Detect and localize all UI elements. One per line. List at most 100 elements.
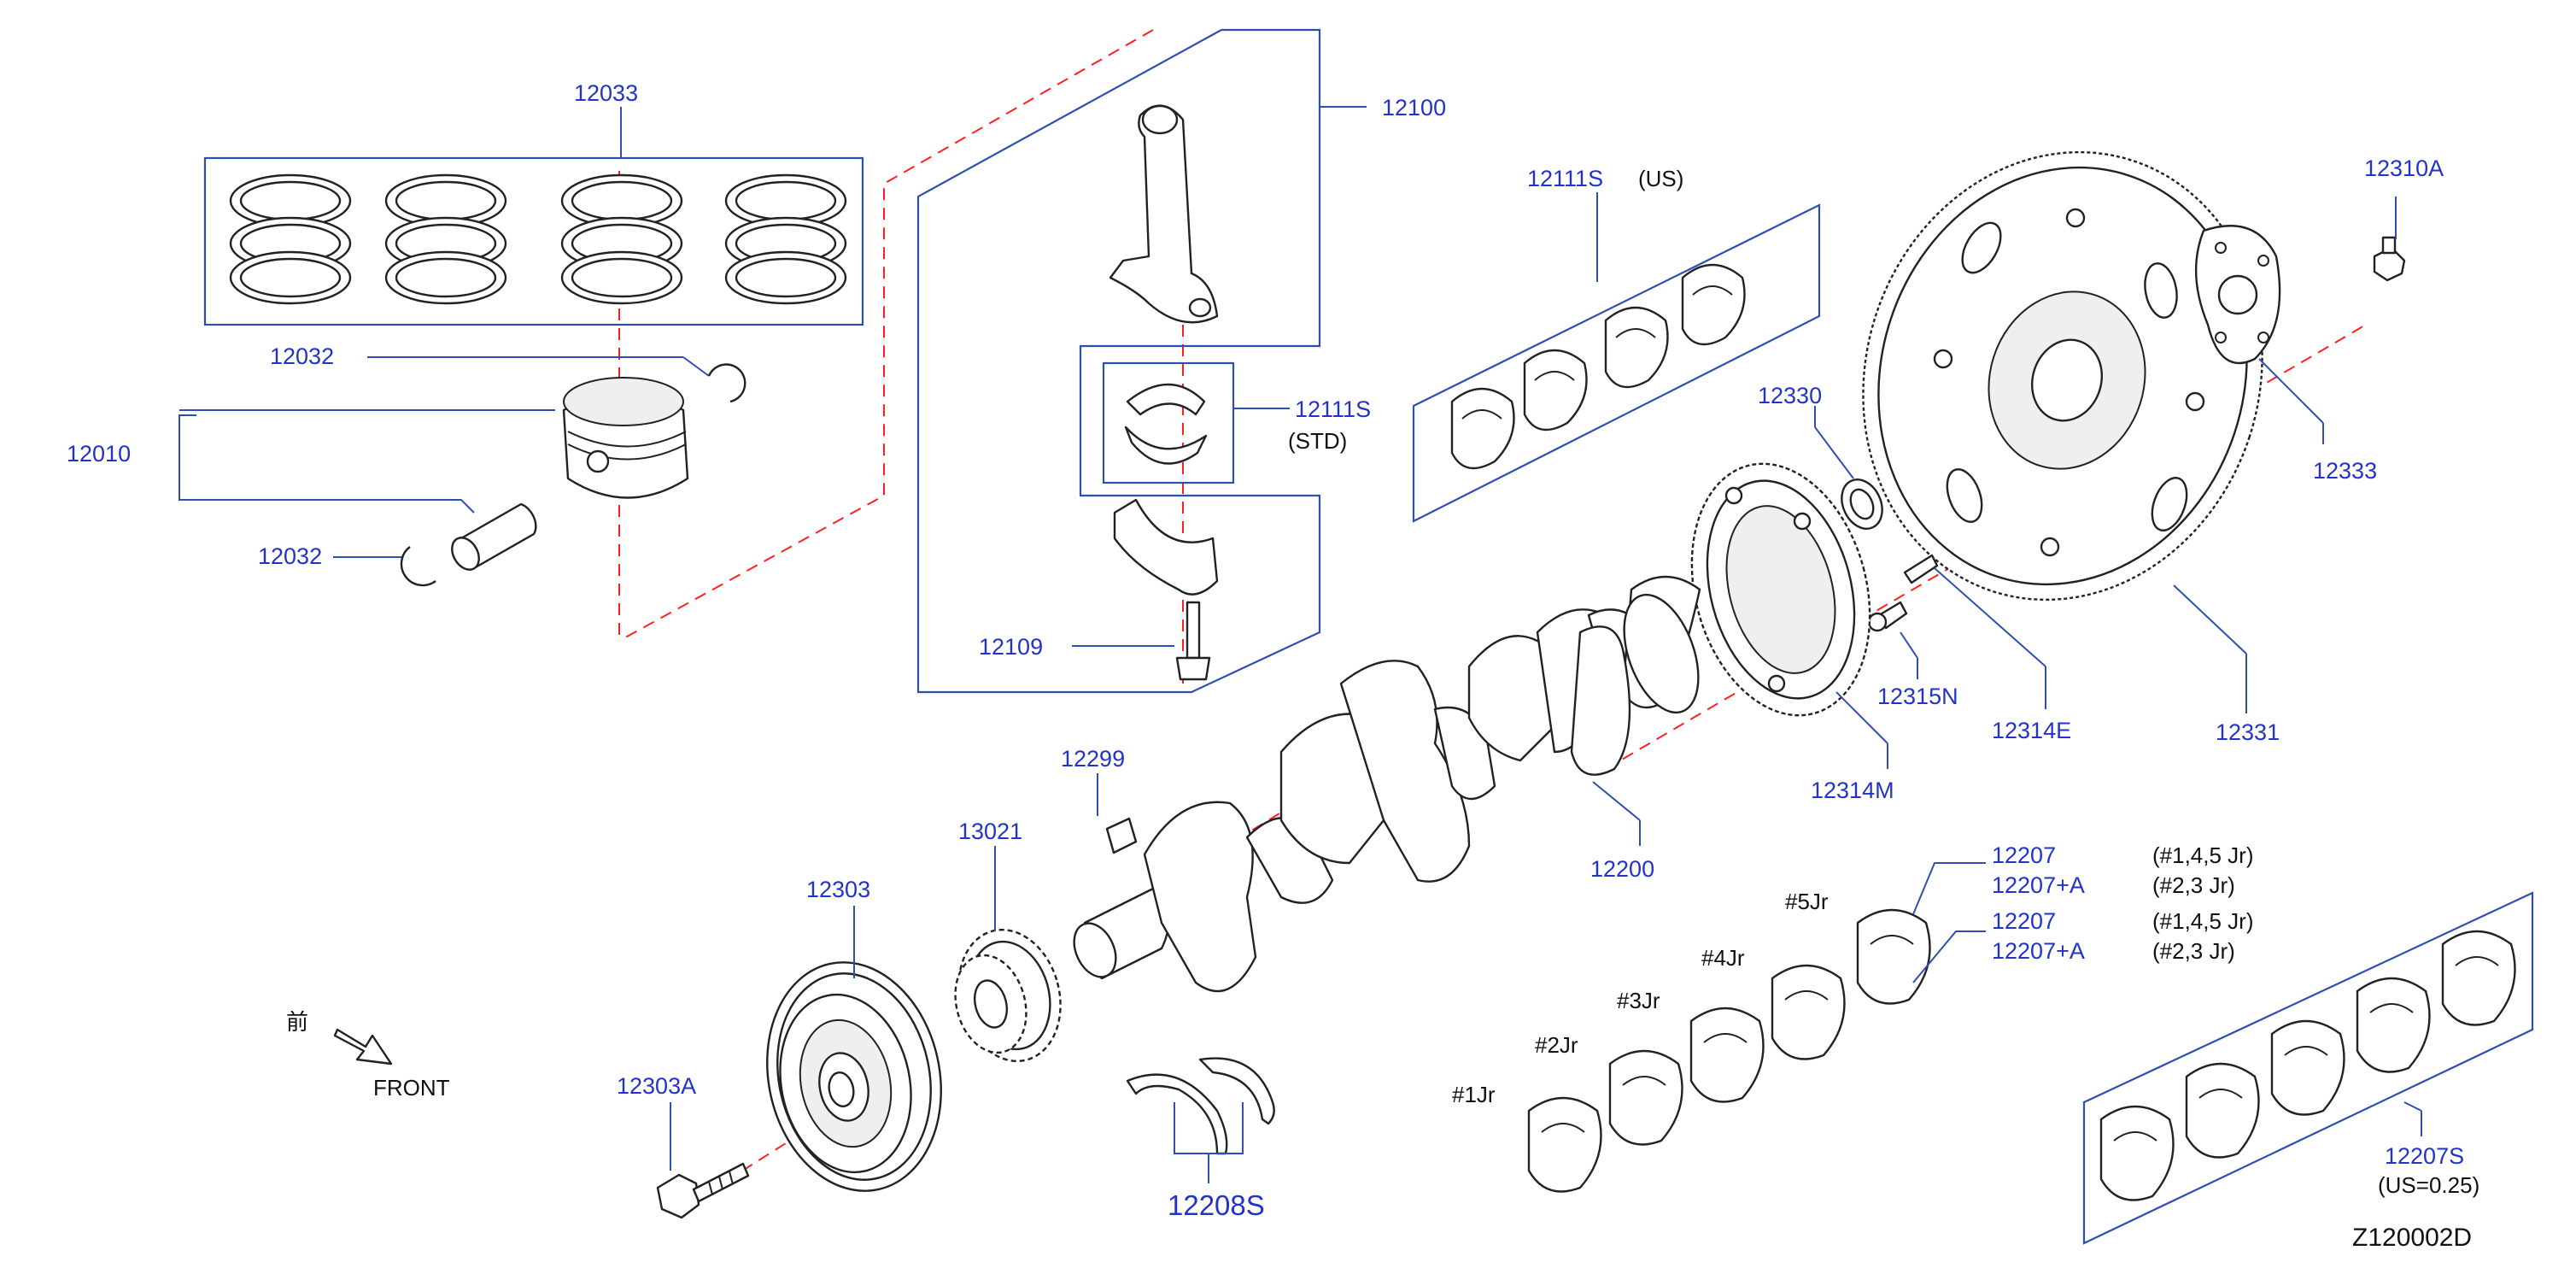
sprocket-group: 13021 xyxy=(945,819,1074,1073)
main-bearing-jr2[interactable] xyxy=(1608,1049,1683,1146)
label-12330[interactable]: 12330 xyxy=(1758,383,1822,408)
connecting-rod[interactable] xyxy=(1109,104,1219,324)
label-12033[interactable]: 12033 xyxy=(574,80,638,106)
bearing-us-box xyxy=(1412,203,1821,523)
us-bearing-4[interactable] xyxy=(2356,977,2431,1073)
us-bearing-3[interactable] xyxy=(2270,1019,2345,1116)
bearing-std-box xyxy=(1102,361,1235,484)
main-bearings-us-group: 12207S (US=0.25) xyxy=(2082,891,2534,1245)
connecting-rod-box xyxy=(916,28,1321,694)
note-jr4: #4Jr xyxy=(1701,945,1745,971)
bearing-us-1[interactable] xyxy=(1450,387,1515,470)
label-12207a-b[interactable]: 12207+A xyxy=(1992,938,2085,964)
woodruff-key[interactable] xyxy=(1105,817,1138,854)
crank-pin-bolt[interactable] xyxy=(1867,601,1908,632)
label-12032-bottom[interactable]: 12032 xyxy=(258,543,322,569)
main-bearing-jr5[interactable] xyxy=(1856,908,1931,1005)
note-us: (US) xyxy=(1638,166,1683,191)
conrod-cap[interactable] xyxy=(1113,498,1219,596)
label-13021[interactable]: 13021 xyxy=(958,819,1022,844)
us-bearing-5[interactable] xyxy=(2441,930,2516,1026)
note-jr23-a: (#2,3 Jr) xyxy=(2152,872,2235,898)
dowel-group: 12314E 12315N xyxy=(1867,554,2071,743)
ring-set-1[interactable] xyxy=(229,173,352,305)
crank-pulley[interactable] xyxy=(746,946,962,1207)
flywheel-bolt[interactable] xyxy=(2373,236,2406,282)
label-12207s[interactable]: 12207S xyxy=(2385,1143,2464,1169)
ring-set-4[interactable] xyxy=(724,173,847,305)
label-12032-top[interactable]: 12032 xyxy=(270,343,334,369)
snap-ring-top[interactable] xyxy=(707,363,746,403)
piston[interactable] xyxy=(562,377,689,499)
piston-pin[interactable] xyxy=(447,502,537,574)
dowel-pin[interactable] xyxy=(1903,554,1939,584)
label-12010[interactable]: 12010 xyxy=(67,441,131,467)
main-bearing-jr4[interactable] xyxy=(1771,964,1846,1060)
label-12299[interactable]: 12299 xyxy=(1061,746,1125,772)
snap-ring-bottom[interactable] xyxy=(400,546,436,587)
us-bearing-1[interactable] xyxy=(2099,1105,2175,1201)
connecting-rod-group: 12100 12111S (STD) 12109 xyxy=(916,28,1446,694)
flywheel-group: 12331 xyxy=(1806,100,2319,745)
label-12100[interactable]: 12100 xyxy=(1382,95,1446,120)
pulley-bolt[interactable] xyxy=(656,1162,750,1219)
label-12331[interactable]: 12331 xyxy=(2216,719,2280,745)
crank-sprocket[interactable] xyxy=(945,919,1074,1073)
reinforcement-plate[interactable] xyxy=(2194,225,2281,365)
thrust-washer-left[interactable] xyxy=(1126,1073,1228,1155)
main-bearing-jr3[interactable] xyxy=(1689,1007,1765,1103)
label-12333[interactable]: 12333 xyxy=(2313,458,2377,484)
thrust-washer-right[interactable] xyxy=(1198,1057,1275,1125)
main-bearing-jr1[interactable] xyxy=(1527,1096,1602,1193)
conrod-bolt[interactable] xyxy=(1175,601,1211,681)
signal-plate[interactable] xyxy=(1666,443,1897,736)
bearing-us-group: 12111S (US) xyxy=(1412,166,1821,523)
note-jr5: #5Jr xyxy=(1785,889,1829,914)
note-jr1: #1Jr xyxy=(1452,1082,1496,1107)
plate-bolt-group: 12310A 12333 xyxy=(2194,156,2444,484)
pilot-bushing[interactable] xyxy=(1834,473,1889,536)
ring-set-3[interactable] xyxy=(560,173,683,305)
pilot-bushing-group: 12330 xyxy=(1758,383,1889,536)
label-12315n[interactable]: 12315N xyxy=(1877,684,1958,709)
label-12314m[interactable]: 12314M xyxy=(1811,778,1894,803)
note-jr145-b: (#1,4,5 Jr) xyxy=(2152,908,2254,934)
label-12303a[interactable]: 12303A xyxy=(617,1073,696,1099)
thrust-washer-group: 12208S xyxy=(1126,1057,1275,1221)
note-jr3: #3Jr xyxy=(1617,988,1660,1013)
ring-set-2[interactable] xyxy=(384,173,507,305)
label-12109[interactable]: 12109 xyxy=(979,634,1043,660)
label-12207a-a[interactable]: 12207+A xyxy=(1992,872,2085,898)
note-std: (STD) xyxy=(1288,428,1347,454)
label-12314e[interactable]: 12314E xyxy=(1992,718,2071,743)
label-12111s-std[interactable]: 12111S xyxy=(1295,396,1371,422)
front-label: FRONT xyxy=(373,1075,450,1101)
note-us-025: (US=0.25) xyxy=(2378,1172,2479,1198)
note-jr145-a: (#1,4,5 Jr) xyxy=(2152,842,2254,868)
front-indicator: 前 FRONT xyxy=(286,1009,450,1101)
label-12303[interactable]: 12303 xyxy=(806,877,870,902)
label-12200[interactable]: 12200 xyxy=(1590,856,1654,882)
bearing-us-2[interactable] xyxy=(1523,349,1588,431)
pulley-bolt-group: 12303A xyxy=(617,1073,750,1219)
pulley-group: 12303 xyxy=(746,877,962,1207)
label-12111s-us[interactable]: 12111S xyxy=(1527,166,1603,191)
bearing-us-4[interactable] xyxy=(1681,263,1746,346)
piston-rings-group: 12033 xyxy=(203,80,864,326)
diagram-code: Z120002D xyxy=(2352,1224,2472,1252)
conrod-bearing-std[interactable] xyxy=(1124,383,1208,465)
label-12208s[interactable]: 12208S xyxy=(1168,1189,1265,1221)
us-bearing-2[interactable] xyxy=(2185,1062,2260,1159)
front-kanji: 前 xyxy=(286,1009,308,1035)
drive-plate[interactable] xyxy=(1806,100,2319,652)
label-12310a[interactable]: 12310A xyxy=(2364,156,2444,181)
main-bearings-group: #1Jr #2Jr #3Jr #4Jr #5Jr 12207 12207+A 1… xyxy=(1452,842,2254,1193)
bearing-us-3[interactable] xyxy=(1604,306,1669,389)
note-jr2: #2Jr xyxy=(1535,1032,1578,1058)
piston-rings-box xyxy=(203,156,864,326)
label-12207-b[interactable]: 12207 xyxy=(1992,908,2056,934)
crankshaft[interactable] xyxy=(1066,575,1712,993)
signal-plate-group: 12314M xyxy=(1666,443,1897,803)
label-12207-a[interactable]: 12207 xyxy=(1992,842,2056,868)
